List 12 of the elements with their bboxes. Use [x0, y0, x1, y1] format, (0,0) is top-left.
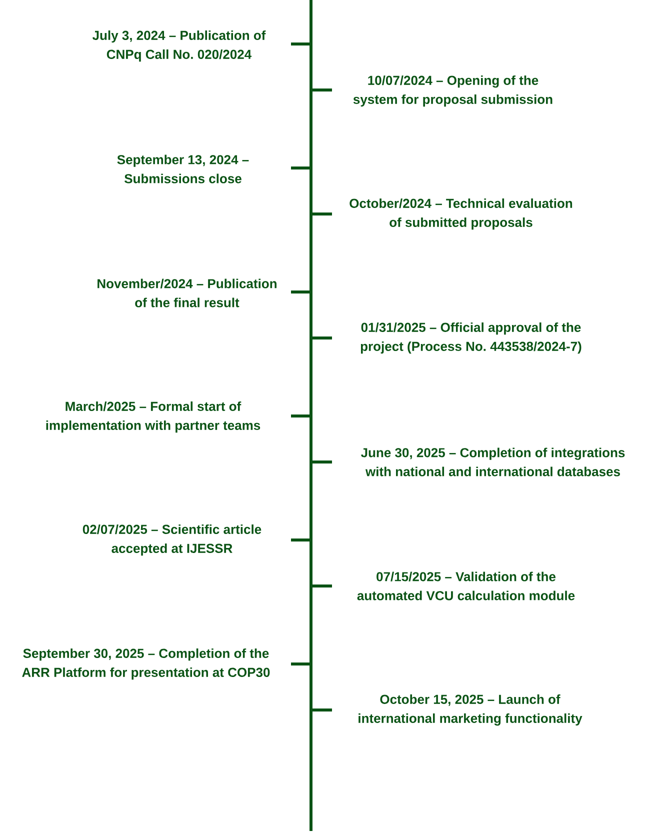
event-label: July 3, 2024 – Publication of CNPq Call No. 020/2024 — [92, 30, 266, 62]
event-label: October 15, 2025 – Launch of international marketing functionality — [358, 694, 582, 726]
event-label: September 30, 2025 – Completion of the ARR Platform for presentation at COP30 — [22, 648, 270, 680]
event-label: October/2024 – Technical evaluation of submitted proposals — [350, 198, 572, 230]
event-label: 02/07/2025 – Scientific article accepted at IJESSR — [82, 524, 262, 556]
event-label: 10/07/2024 – Opening of the system for proposal submission — [353, 75, 552, 107]
event-label: 07/15/2025 – Validation of the automated VCU calculation module — [357, 572, 575, 600]
event-label: September 13, 2024 – Submissions close — [117, 154, 249, 184]
event-label: March/2025 – Formal start of implementation with partner teams — [46, 401, 260, 433]
event-label: June 30, 2025 – Completion of integrations with national and international databases — [361, 448, 625, 476]
event-label: 01/31/2025 – Official approval of the project (Process No. 443538/2024-7) — [360, 322, 582, 354]
event-label: November/2024 – Publication of the final result — [98, 278, 276, 308]
